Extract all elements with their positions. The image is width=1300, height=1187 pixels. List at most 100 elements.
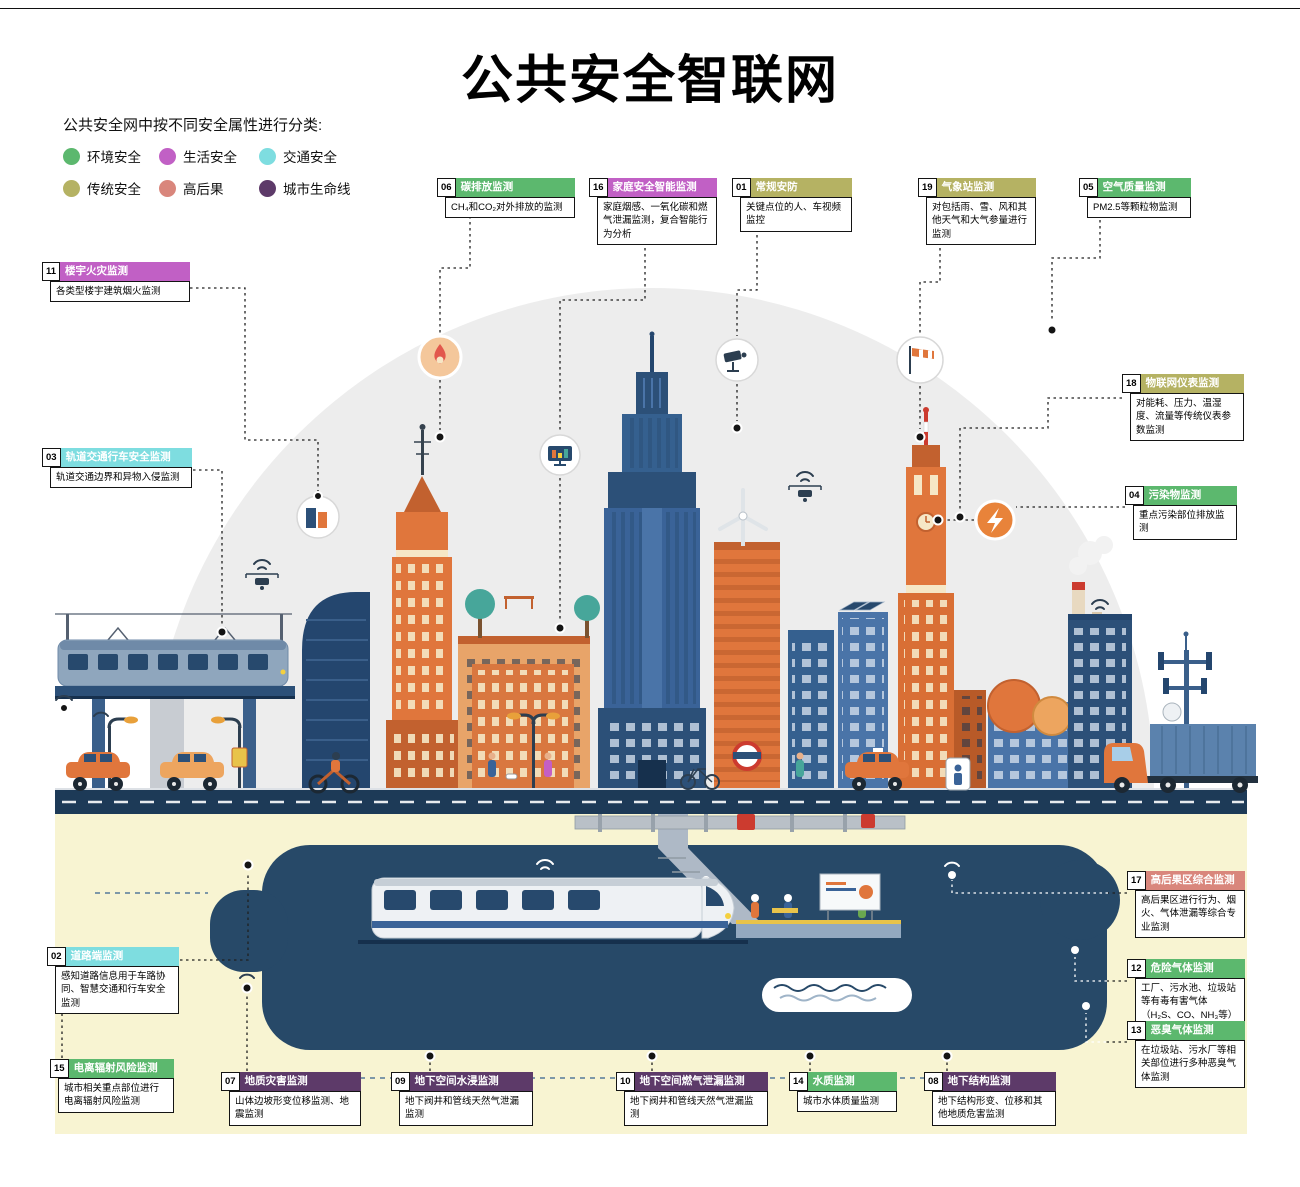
callout-number: 08 — [924, 1072, 943, 1092]
top-divider — [0, 8, 1300, 9]
callout-number: 11 — [42, 262, 61, 282]
callout-description: 感知道路信息用于车路协同、智慧交通和行车安全监测 — [55, 966, 179, 1015]
pedestrians — [488, 752, 804, 780]
street-light-mid — [211, 716, 248, 788]
connector-lines-inside-tunnel — [951, 880, 1108, 1043]
legend-color-dot — [63, 179, 80, 197]
car-1 — [66, 752, 130, 791]
callout-title: 碳排放监测 — [455, 178, 575, 198]
callout-number: 07 — [221, 1072, 240, 1092]
classification-note: 公共安全网中按不同安全属性进行分类: — [63, 117, 323, 134]
windsock-icon — [896, 336, 944, 384]
callout-number: 06 — [437, 178, 456, 198]
callout-title: 轨道交通行车安全监测 — [60, 448, 192, 468]
legend-item-traditional: 传统安全 — [63, 178, 159, 198]
callout-description: 高后果区进行行为、烟火、气体泄漏等综合专业监测 — [1135, 890, 1245, 939]
monitor-icon — [539, 434, 581, 476]
legend-color-dot — [259, 179, 276, 197]
callout-description: CH₄和CO₂对外排放的监测 — [445, 197, 575, 219]
callout-title: 高后果区综合监测 — [1145, 871, 1245, 891]
connector-lines — [61, 214, 1127, 1071]
callout-number: 19 — [918, 178, 937, 198]
orange-tower — [386, 424, 458, 790]
page-title: 公共安全智联网 — [460, 52, 839, 110]
callout-title: 地质灾害监测 — [239, 1072, 361, 1092]
callout-description: 对能耗、压力、温湿度、流量等传统仪表参数监测 — [1130, 393, 1244, 442]
subway-entrance-sign — [732, 741, 762, 771]
legend-label: 生活安全 — [183, 150, 237, 165]
callout-title: 污染物监测 — [1143, 486, 1237, 506]
callout-title: 地下空间水浸监测 — [409, 1072, 533, 1092]
drone-icon-left — [245, 559, 279, 590]
pollution-icon — [974, 499, 1016, 541]
callout-number: 05 — [1079, 178, 1098, 198]
callout-description: 地下阀井和管线天然气泄漏监测 — [399, 1091, 533, 1126]
callout-title: 地下空间燃气泄漏监测 — [634, 1072, 768, 1092]
subway-train — [358, 859, 748, 944]
callout-title: 水质监测 — [807, 1072, 897, 1092]
legend-label: 传统安全 — [87, 182, 141, 197]
callout-description: 在垃圾站、污水厂等相关部位进行多种恶臭气体监测 — [1135, 1040, 1245, 1089]
callout-number: 18 — [1122, 374, 1141, 394]
info-kiosk — [945, 757, 971, 791]
callout-title: 物联网仪表监测 — [1140, 374, 1244, 394]
callout-title: 危险气体监测 — [1145, 959, 1245, 979]
callout-number: 01 — [732, 178, 751, 198]
callout-number: 17 — [1127, 871, 1146, 891]
callout-description: 城市相关重点部位进行电离辐射风险监测 — [58, 1078, 174, 1113]
callout-description: 地下结构形变、位移和其他地质危害监测 — [932, 1091, 1056, 1126]
underground-pipe — [574, 783, 906, 832]
telecom-mast — [1158, 631, 1212, 790]
legend-item-life: 生活安全 — [159, 146, 259, 166]
container-truck — [1104, 724, 1258, 793]
callout-title: 电离辐射风险监测 — [68, 1059, 174, 1079]
callout-number: 04 — [1125, 486, 1144, 506]
legend-color-dot — [63, 147, 80, 165]
callout-number: 02 — [47, 947, 66, 967]
callout-title: 气象站监测 — [936, 178, 1036, 198]
central-skyscraper — [598, 331, 706, 790]
city-road — [55, 788, 1247, 814]
striped-building — [714, 542, 780, 790]
callout-description: 各类型楼宇建筑烟火监测 — [50, 281, 190, 303]
callout-title: 地下结构监测 — [942, 1072, 1056, 1092]
legend-label: 环境安全 — [87, 150, 141, 165]
callout-description: 家庭烟感、一氧化碳和燃气泄漏监测，复合智能行为分析 — [597, 197, 717, 246]
legend-label: 高后果 — [183, 182, 224, 197]
legend-color-dot — [259, 147, 276, 165]
solar-panels — [838, 601, 886, 611]
legend-item-high-consequence: 高后果 — [159, 178, 259, 198]
callout-number: 10 — [616, 1072, 635, 1092]
building-icon — [296, 495, 340, 539]
legend-color-dot — [159, 147, 176, 165]
callout-number: 03 — [42, 448, 61, 468]
legend-label: 交通安全 — [283, 150, 337, 165]
subway-platform — [736, 873, 901, 938]
callout-description: 山体边坡形变位移监测、地震监测 — [229, 1091, 361, 1126]
callout-title: 恶臭气体监测 — [1145, 1021, 1245, 1041]
sail-building — [302, 592, 370, 790]
legend: 环境安全 生活安全 交通安全 传统安全 高后果 城市生命线 — [63, 146, 379, 198]
callout-description: 地下阀井和管线天然气泄漏监测 — [624, 1091, 768, 1126]
callout-description: 关键点位的人、车视频监控 — [740, 197, 852, 232]
callout-number: 16 — [589, 178, 608, 198]
underground-tunnel-blob — [210, 845, 1120, 1050]
callout-title: 常规安防 — [750, 178, 852, 198]
drone-icon-right — [788, 471, 822, 502]
callout-description: 城市水体质量监测 — [797, 1091, 897, 1113]
water-pool — [762, 978, 912, 1012]
car-2 — [160, 752, 224, 791]
legend-label: 城市生命线 — [283, 182, 351, 197]
